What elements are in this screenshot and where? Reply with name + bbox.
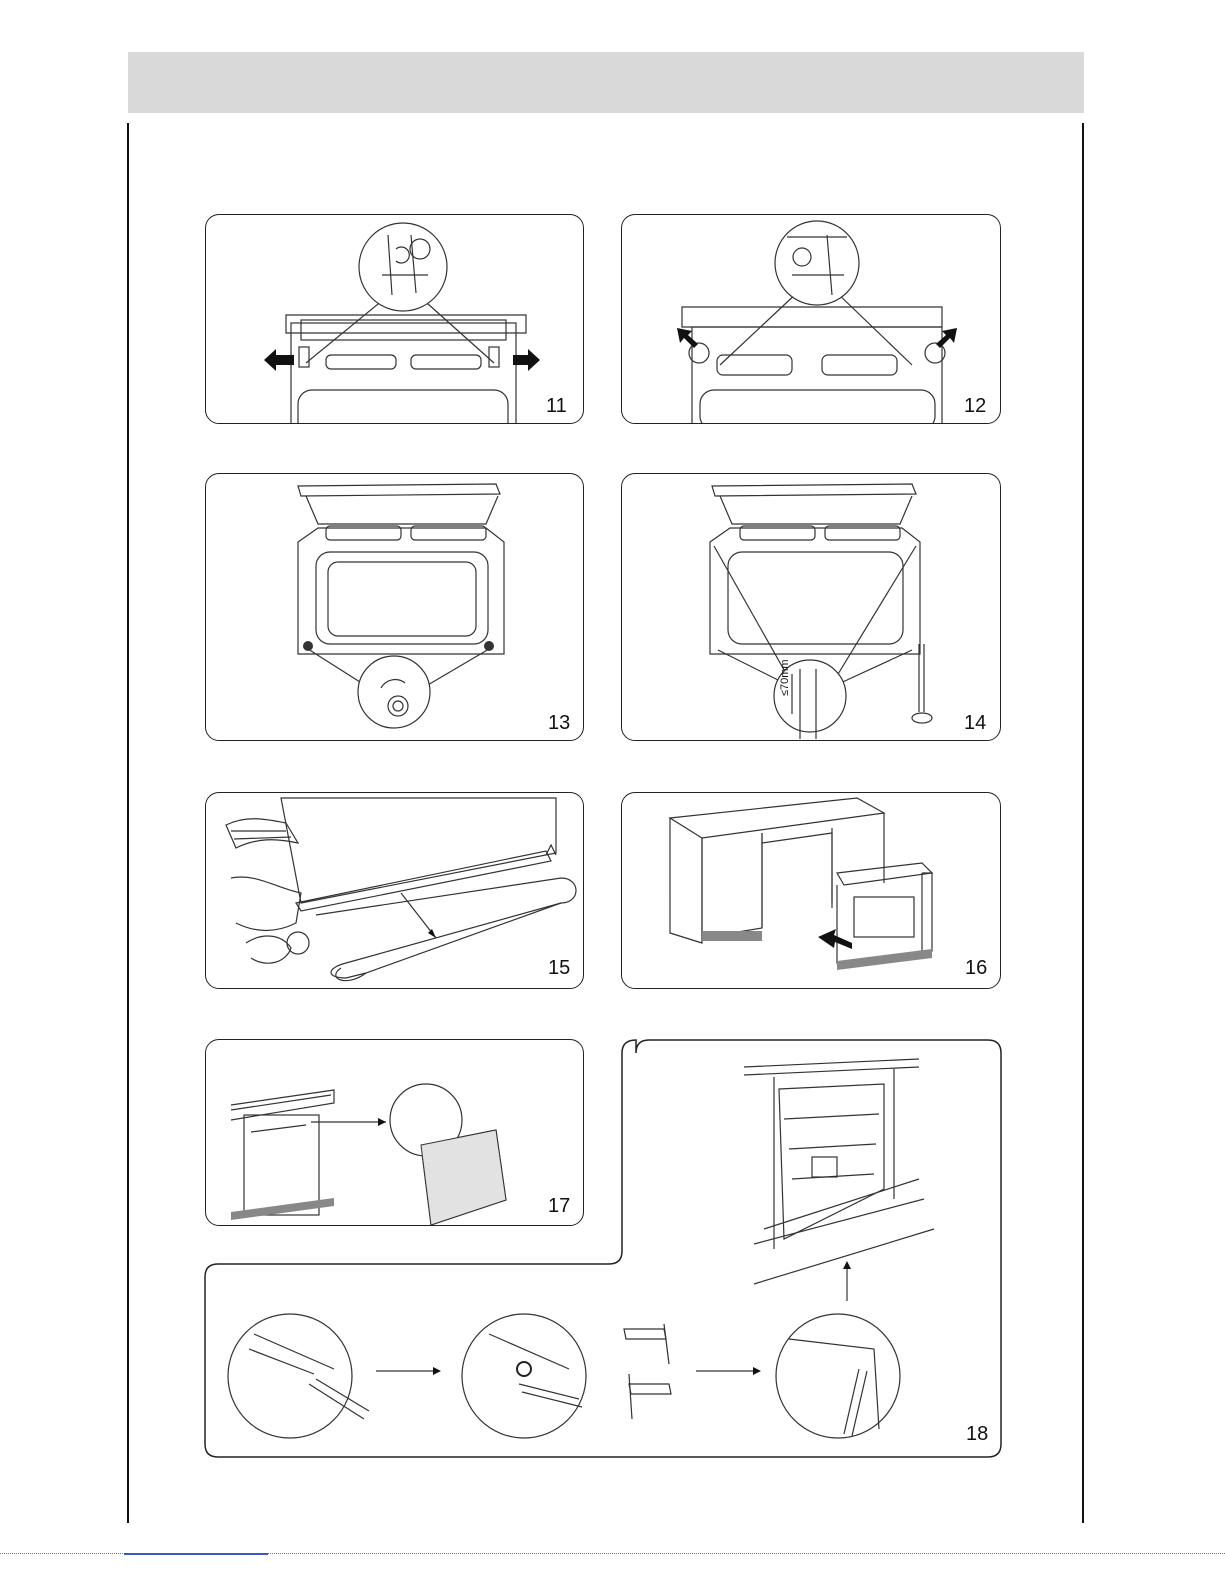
bracket-icon [624,1329,666,1339]
figure-number: 11 [546,395,567,418]
figure-18-illustration [204,1039,1002,1459]
figure-number: 13 [548,712,570,735]
arrow-left-icon [264,349,294,371]
magnifier-circle-icon [358,656,430,728]
figure-18-panel: 18 [204,1039,1002,1459]
figure-number: 16 [965,957,987,980]
figure-12-illustration [622,215,1001,424]
figure-13-illustration [206,474,584,741]
figure-number: 15 [548,957,570,980]
magnifier-circle-icon [359,223,447,311]
right-margin-line [1082,123,1084,1523]
arrow-right-icon [513,349,540,371]
figure-12-panel: 12 [621,214,1001,424]
magnifier-circle-3-icon [776,1314,900,1438]
figure-11-illustration [206,215,584,424]
magnifier-circle-1-icon [228,1314,352,1438]
arrow-icon [818,929,852,949]
figure-13-panel: 13 [205,473,584,741]
figure-number: 12 [964,395,986,418]
figure-14-illustration: ≤70mm [622,474,1001,741]
header-bar [128,52,1084,113]
screw-length-label: ≤70mm [779,659,791,696]
appliance-top-outline [291,323,516,424]
figure-16-panel: 16 [621,792,1001,989]
figure-15-panel: 15 [205,792,584,989]
figure-11-panel: 11 [205,214,584,424]
plinth [702,931,762,941]
magnifier-circle-icon [775,221,859,305]
arrow-diag-left-icon [677,328,698,348]
figure-number: 18 [966,1423,988,1446]
figure-14-panel: ≤70mm 14 [621,473,1001,741]
figure-15-illustration [206,793,584,989]
left-margin-line [127,123,129,1523]
figure-number: 14 [964,712,986,735]
footer-link-underline [124,1553,268,1555]
arrow-diag-right-icon [936,328,957,348]
figure-16-illustration [622,793,1001,989]
